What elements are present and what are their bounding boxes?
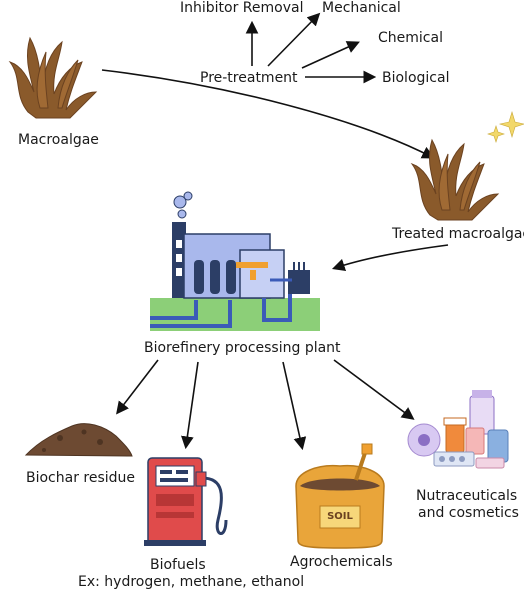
chemical-label: Chemical xyxy=(378,30,443,46)
agrochemicals-label: Agrochemicals xyxy=(290,554,393,570)
soil-sack-label: SOIL xyxy=(327,511,353,522)
treated-macroalgae-label: Treated macroalgae xyxy=(392,226,524,242)
pretreatment-label: Pre-treatment xyxy=(200,70,298,86)
arrow-biofuels xyxy=(181,361,199,450)
nutraceuticals-label-line1: Nutraceuticals xyxy=(416,488,518,504)
biorefinery-label: Biorefinery processing plant xyxy=(144,340,341,356)
arrow-nutraceuticals xyxy=(333,359,415,420)
nutraceuticals-label-line2: and cosmetics xyxy=(418,505,519,521)
inhibitor-removal-label: Inhibitor Removal xyxy=(180,0,304,16)
arrow-agrochemicals xyxy=(282,361,307,451)
biological-label: Biological xyxy=(382,70,450,86)
arrow-to-treated xyxy=(101,69,435,159)
mechanical-label: Mechanical xyxy=(322,0,401,16)
arrow-to-plant xyxy=(331,244,449,272)
biofuels-example-label: Ex: hydrogen, methane, ethanol xyxy=(78,574,305,590)
arrow-mechanical xyxy=(267,12,321,67)
macroalgae-label: Macroalgae xyxy=(18,132,99,148)
biochar-label: Biochar residue xyxy=(26,470,136,486)
biofuels-label: Biofuels xyxy=(150,557,206,573)
arrow-chemical xyxy=(301,41,360,69)
arrow-biochar xyxy=(116,359,159,415)
